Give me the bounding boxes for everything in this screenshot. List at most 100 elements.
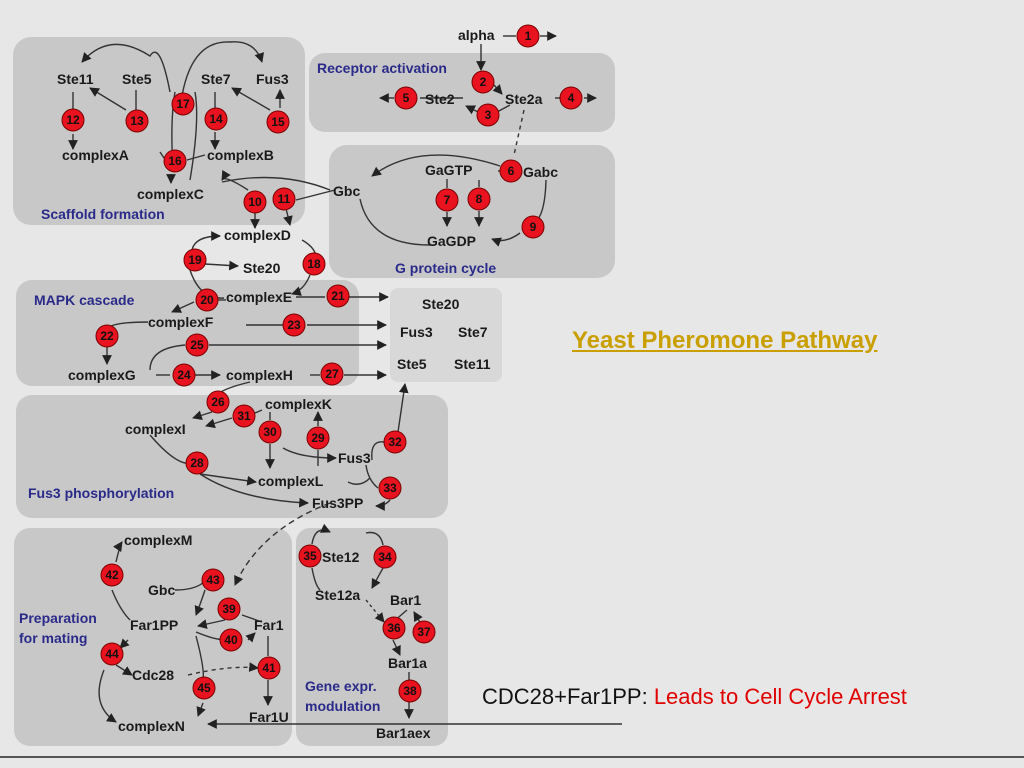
species-complexD: complexD	[224, 227, 291, 243]
reaction-label-21: 21	[331, 289, 345, 303]
reaction-node-8	[467, 187, 491, 211]
species-gbc2: Gbc	[148, 582, 175, 598]
reaction-label-11: 11	[278, 192, 291, 206]
reaction-label-16: 16	[168, 154, 182, 168]
species-ste12a: Ste12a	[315, 587, 360, 603]
reaction-label-40: 40	[224, 633, 238, 647]
reaction-node-43	[201, 568, 225, 592]
region-label-prep-2: for mating	[19, 630, 87, 646]
reaction-label-43: 43	[206, 573, 220, 587]
reaction-node-44	[100, 642, 124, 666]
species-far1u: Far1U	[249, 709, 289, 725]
reaction-label-22: 22	[100, 329, 114, 343]
species-complexE: complexE	[226, 289, 292, 305]
reaction-node-16	[163, 149, 187, 173]
reaction-node-5	[394, 86, 418, 110]
species-complexI: complexI	[125, 421, 186, 437]
reaction-node-33	[378, 476, 402, 500]
note-prefix: CDC28+Far1PP:	[482, 684, 648, 709]
box-ste20: Ste20	[422, 296, 460, 312]
reaction-label-23: 23	[287, 318, 301, 332]
reaction-label-13: 13	[130, 114, 144, 128]
reaction-label-36: 36	[387, 621, 401, 635]
reaction-label-9: 9	[530, 220, 537, 234]
reaction-label-30: 30	[263, 425, 277, 439]
reaction-label-39: 39	[222, 602, 236, 616]
reaction-node-6	[499, 159, 523, 183]
reaction-node-39	[217, 597, 241, 621]
box-ste7: Ste7	[458, 324, 488, 340]
box-ste5: Ste5	[397, 356, 427, 372]
reaction-label-34: 34	[378, 550, 392, 564]
reaction-label-28: 28	[190, 456, 204, 470]
reaction-label-10: 10	[248, 195, 262, 209]
species-complexM: complexM	[124, 532, 192, 548]
reaction-node-1	[516, 24, 540, 48]
species-ste5: Ste5	[122, 71, 152, 87]
reaction-node-18	[302, 252, 326, 276]
region-label-gene-2: modulation	[305, 698, 380, 714]
reaction-label-7: 7	[444, 193, 451, 207]
region-gprotein	[329, 145, 615, 278]
reaction-label-37: 37	[417, 625, 431, 639]
region-label-mapk: MAPK cascade	[34, 292, 135, 308]
region-label-prep-1: Preparation	[19, 610, 97, 626]
reaction-label-41: 41	[262, 661, 276, 675]
species-complexC: complexC	[137, 186, 204, 202]
reaction-node-30	[258, 420, 282, 444]
species-alpha: alpha	[458, 27, 495, 43]
region-label-fus3: Fus3 phosphorylation	[28, 485, 174, 501]
reaction-node-29	[306, 426, 330, 450]
reaction-node-9	[521, 215, 545, 239]
region-label-scaffold: Scaffold formation	[41, 206, 165, 222]
reaction-node-13	[125, 109, 149, 133]
region-complex-box	[390, 288, 502, 382]
box-ste11: Ste11	[454, 356, 491, 372]
reaction-node-22	[95, 324, 119, 348]
reaction-label-5: 5	[403, 91, 410, 105]
reaction-node-12	[61, 108, 85, 132]
reaction-node-14	[204, 107, 228, 131]
reaction-node-42	[100, 563, 124, 587]
reaction-label-18: 18	[307, 257, 321, 271]
slide-bottom-rule	[0, 756, 1024, 758]
reaction-node-38	[398, 679, 422, 703]
region-label-receptor: Receptor activation	[317, 60, 447, 76]
reaction-node-37	[412, 620, 436, 644]
species-gbc: Gbc	[333, 183, 360, 199]
reaction-node-17	[171, 92, 195, 116]
reaction-node-23	[282, 313, 306, 337]
species-complexF: complexF	[148, 314, 214, 330]
reaction-node-15	[266, 110, 290, 134]
reaction-label-44: 44	[105, 647, 119, 661]
species-complexA: complexA	[62, 147, 129, 163]
cell-cycle-note: CDC28+Far1PP: Leads to Cell Cycle Arrest	[482, 684, 907, 710]
species-ste12: Ste12	[322, 549, 360, 565]
reaction-node-28	[185, 451, 209, 475]
region-receptor	[309, 53, 615, 132]
reaction-node-31	[232, 404, 256, 428]
reaction-node-11	[272, 187, 296, 211]
species-fus3: Fus3	[256, 71, 289, 87]
reaction-node-34	[373, 545, 397, 569]
reaction-node-19	[183, 248, 207, 272]
species-far1: Far1	[254, 617, 284, 633]
species-gabc: Gabc	[523, 164, 558, 180]
reaction-label-35: 35	[303, 549, 317, 563]
reaction-label-3: 3	[485, 108, 492, 122]
species-complexB: complexB	[207, 147, 274, 163]
reaction-label-2: 2	[480, 75, 487, 89]
species-gagtp: GaGTP	[425, 162, 472, 178]
region-label-gprotein: G protein cycle	[395, 260, 496, 276]
species-bar1aex: Bar1aex	[376, 725, 431, 741]
reaction-label-26: 26	[211, 395, 225, 409]
species-complexG: complexG	[68, 367, 136, 383]
reaction-label-32: 32	[388, 435, 402, 449]
reaction-label-24: 24	[177, 368, 191, 382]
reaction-label-1: 1	[525, 29, 532, 43]
species-complexK: complexK	[265, 396, 332, 412]
reaction-label-31: 31	[237, 409, 251, 423]
reaction-node-25	[185, 333, 209, 357]
reaction-label-45: 45	[197, 681, 211, 695]
